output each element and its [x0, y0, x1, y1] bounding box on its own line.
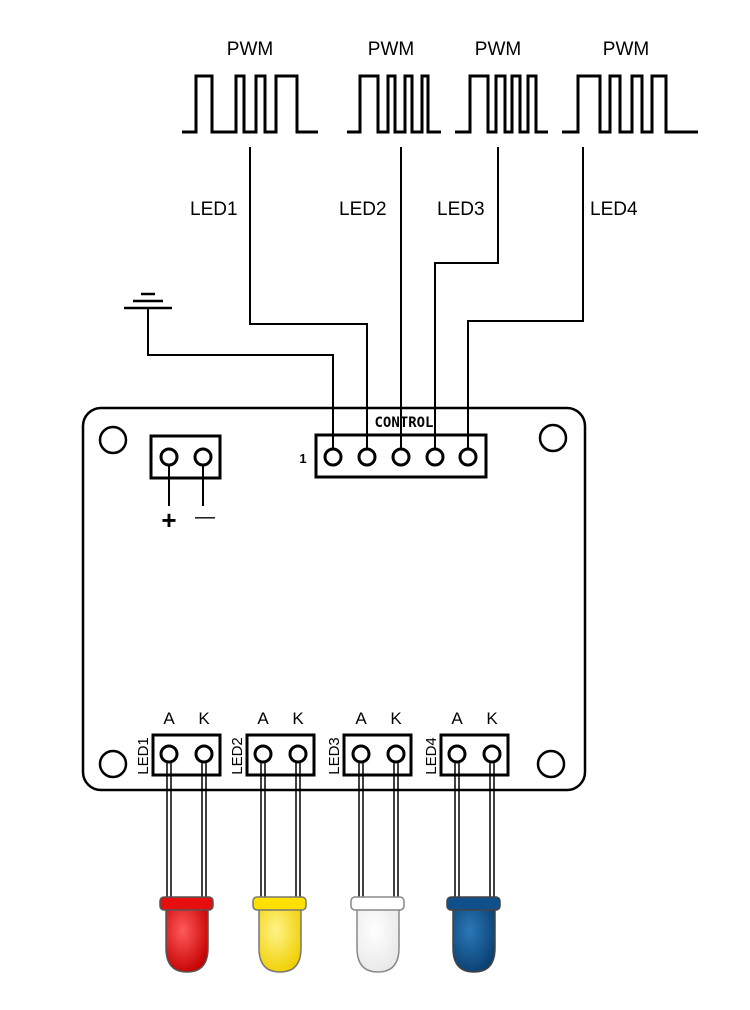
terminal-pin-icon: [458, 447, 478, 467]
control-header-title: CONTROL: [374, 415, 433, 431]
channel-label-led3: LED3: [437, 199, 485, 220]
led-port-3: [342, 733, 413, 777]
led-port-3-anode-label: A: [355, 709, 367, 728]
led-port-4-anode-label: A: [451, 709, 463, 728]
pwm-label-2: PWM: [368, 39, 414, 60]
led-port-2: [245, 733, 316, 777]
wire-ground: [147, 308, 334, 455]
channel-label-led4: LED4: [590, 199, 638, 220]
wire-led1: [249, 147, 368, 455]
led-port-3-cathode-label: K: [390, 709, 402, 728]
led-icon: [446, 896, 501, 973]
terminal-pin-icon: [253, 744, 273, 764]
terminal-pin-icon: [425, 447, 445, 467]
ground-icon: [124, 292, 172, 310]
led-port-2-label: LED2: [229, 737, 246, 775]
pwm-waveform-4: [562, 74, 698, 134]
power-terminal: [149, 434, 222, 506]
pwm-label-4: PWM: [603, 39, 649, 60]
led-icon: [350, 896, 405, 973]
led-port-1-cathode-label: K: [198, 709, 210, 728]
pwm-waveform-1: [182, 74, 318, 134]
terminal-pin-icon: [194, 744, 214, 764]
pwm-waveform-2: [347, 74, 441, 134]
terminal-pin-icon: [288, 744, 308, 764]
terminal-pin-icon: [159, 744, 179, 764]
terminal-pin-icon: [351, 744, 371, 764]
controller-board: [81, 406, 587, 792]
control-header: [314, 433, 488, 479]
mounting-hole-icon: [98, 749, 128, 779]
led-port-2-anode-label: A: [257, 709, 269, 728]
terminal-pin-icon: [386, 744, 406, 764]
terminal-pin-icon: [357, 447, 377, 467]
wire-led3: [434, 147, 499, 455]
terminal-pin-icon: [159, 447, 179, 467]
led-icon: [159, 896, 214, 973]
terminal-pin-icon: [193, 447, 213, 467]
led-port-1-label: LED1: [135, 737, 152, 775]
wire-led4: [467, 147, 584, 455]
mounting-hole-icon: [538, 423, 568, 453]
mounting-hole-icon: [536, 749, 566, 779]
pwm-label-1: PWM: [227, 39, 273, 60]
mounting-hole-icon: [98, 425, 128, 455]
led-icon: [252, 896, 307, 973]
led-port-4-label: LED4: [423, 737, 440, 775]
terminal-pin-icon: [447, 744, 467, 764]
channel-label-led1: LED1: [190, 199, 238, 220]
pwm-label-3: PWM: [475, 39, 521, 60]
power-minus-label: —: [195, 506, 215, 528]
led-port-4: [439, 733, 510, 777]
channel-label-led2: LED2: [339, 199, 387, 220]
pwm-waveform-3: [455, 74, 548, 134]
led-port-4-cathode-label: K: [486, 709, 498, 728]
led-port-1: [151, 733, 222, 777]
terminal-pin-icon: [323, 447, 343, 467]
control-pin1-label: 1: [299, 451, 306, 466]
led-port-2-cathode-label: K: [292, 709, 304, 728]
led-port-3-label: LED3: [326, 737, 343, 775]
terminal-pin-icon: [482, 744, 502, 764]
terminal-pin-icon: [391, 447, 411, 467]
power-plus-label: +: [161, 505, 176, 535]
led-port-1-anode-label: A: [163, 709, 175, 728]
